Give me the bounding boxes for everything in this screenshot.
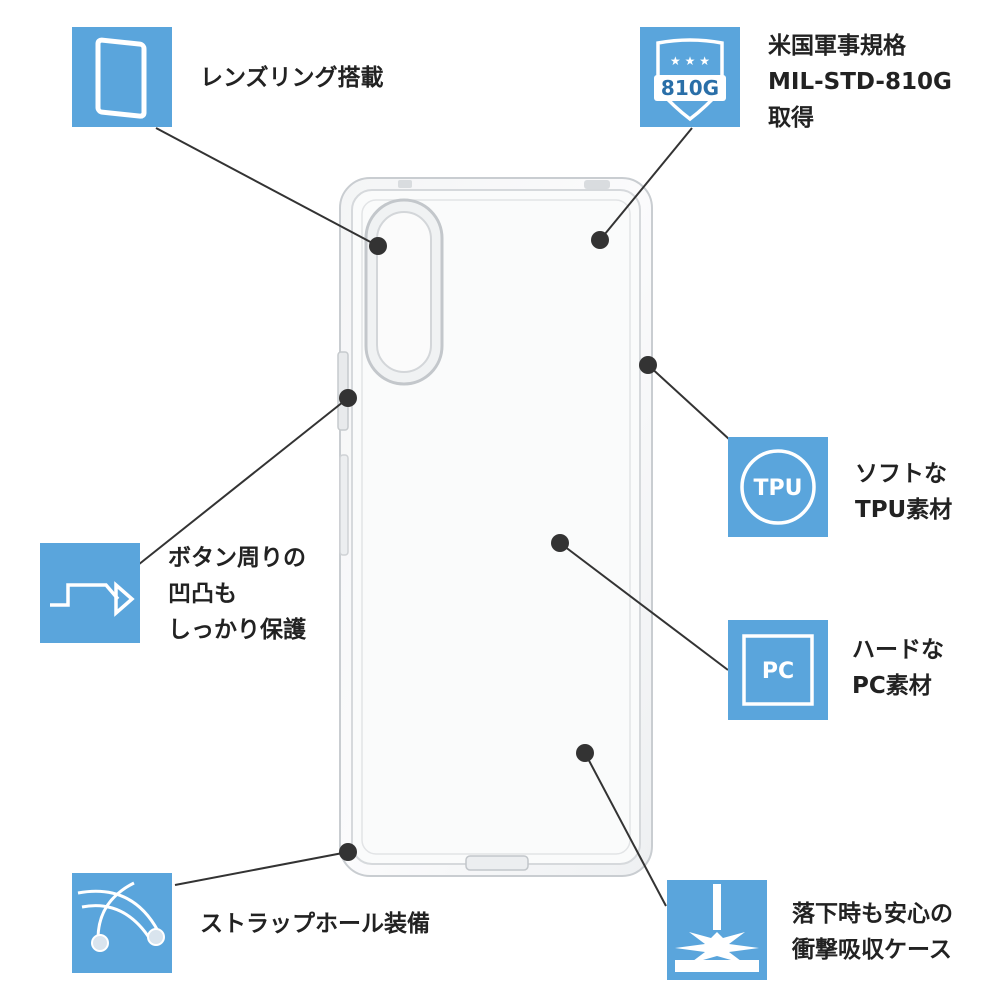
pc-badge-text: PC <box>762 659 794 684</box>
tpu-badge-text: TPU <box>754 476 803 501</box>
pc-icon-box: PC <box>728 620 828 720</box>
leader-dot <box>576 744 594 762</box>
leader-dot <box>339 843 357 861</box>
strap-hole-icon <box>77 881 165 952</box>
lens-ring-icon-box <box>72 27 172 127</box>
leader-dot <box>639 356 657 374</box>
leader-line-mil <box>599 127 693 241</box>
leader-dot <box>591 231 609 249</box>
strap-label: ストラップホール装備 <box>200 906 430 942</box>
tpu-circle-icon: TPU <box>740 449 816 525</box>
button-contour-icon <box>50 581 135 617</box>
leader-line-buttons <box>137 397 349 566</box>
shock-icon-box <box>667 880 767 980</box>
leader-line-strap <box>174 851 349 886</box>
leader-line-pc <box>559 542 729 671</box>
pc-label: ハードな PC素材 <box>852 632 944 704</box>
buttons-text-line2: 凹凸も <box>168 581 237 607</box>
tpu-label: ソフトな TPU素材 <box>855 456 952 528</box>
leader-dots <box>339 231 657 861</box>
tpu-text-line2: TPU素材 <box>855 497 953 523</box>
mil-std-text-line3: 取得 <box>768 105 814 131</box>
leader-dot <box>339 389 357 407</box>
buttons-text-line3: しっかり保護 <box>168 617 306 643</box>
buttons-text-line1: ボタン周りの <box>168 545 306 571</box>
pc-text-line2: PC素材 <box>852 673 932 699</box>
buttons-label: ボタン周りの 凹凸も しっかり保護 <box>168 540 306 648</box>
shock-label: 落下時も安心の 衝撃吸収ケース <box>792 896 953 968</box>
mil-std-icon-box: ★ ★ ★ 810G <box>640 27 740 127</box>
lens-ring-icon <box>95 37 147 119</box>
shock-text-line1: 落下時も安心の <box>792 901 953 927</box>
tpu-text-line1: ソフトな <box>855 461 947 487</box>
bottom-port-cutout <box>465 855 529 871</box>
shield-badge-icon: ★ ★ ★ 810G <box>654 38 726 122</box>
shock-impact-icon <box>675 884 759 972</box>
leader-dot <box>369 237 387 255</box>
strap-icon-box <box>72 873 172 973</box>
shield-badge-text: 810G <box>661 76 719 100</box>
lens-ring-label: レンズリング搭載 <box>200 60 384 96</box>
top-notch <box>398 180 412 188</box>
strap-text: ストラップホール装備 <box>200 911 430 937</box>
tpu-icon-box: TPU <box>728 437 828 537</box>
side-key-cutout <box>339 454 349 556</box>
mil-std-text-line1: 米国軍事規格 <box>768 33 906 59</box>
pc-text-line1: ハードな <box>852 637 944 663</box>
leader-line-lens <box>155 127 379 247</box>
leader-line-tpu <box>647 364 731 441</box>
phone-case <box>337 177 653 877</box>
lens-ring-text: レンズリング搭載 <box>200 65 384 91</box>
lens-ring <box>364 198 444 386</box>
leader-dot <box>551 534 569 552</box>
mil-std-label: 米国軍事規格 MIL-STD-810G 取得 <box>768 28 952 136</box>
pc-square-icon: PC <box>742 634 814 706</box>
leader-lines <box>137 127 731 907</box>
mil-std-text-line2: MIL-STD-810G <box>768 69 952 95</box>
top-hole <box>584 180 610 189</box>
shock-text-line2: 衝撃吸収ケース <box>792 937 952 963</box>
svg-text:★ ★ ★: ★ ★ ★ <box>670 54 710 68</box>
leader-line-shock <box>584 752 667 907</box>
buttons-icon-box <box>40 543 140 643</box>
